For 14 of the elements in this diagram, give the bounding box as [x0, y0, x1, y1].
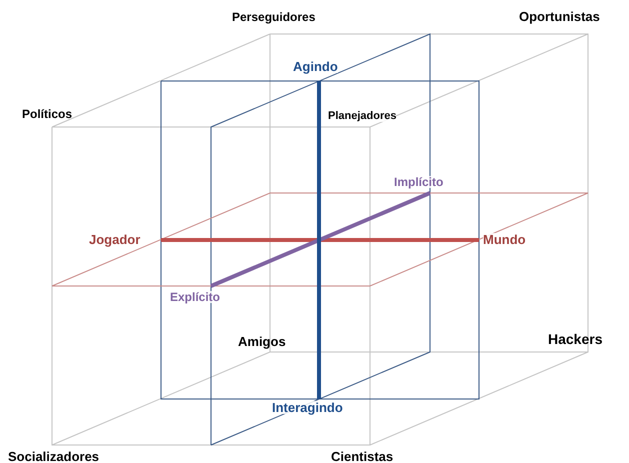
type-label: Socializadores	[8, 450, 100, 463]
type-label: Oportunistas	[519, 10, 600, 23]
type-label: Perseguidores	[232, 11, 316, 23]
type-label: Implícito	[394, 176, 444, 188]
type-label: Hackers	[548, 332, 602, 346]
type-label: Mundo	[483, 233, 526, 246]
type-label: Cientistas	[331, 450, 394, 463]
type-label: Amigos	[238, 335, 286, 348]
type-label: Jogador	[89, 233, 140, 246]
type-label: Políticos	[22, 108, 72, 120]
type-label: Planejadores	[328, 111, 396, 122]
type-label: Interagindo	[272, 401, 343, 414]
type-label: Agindo	[293, 60, 338, 73]
type-label: Explícito	[170, 291, 220, 303]
